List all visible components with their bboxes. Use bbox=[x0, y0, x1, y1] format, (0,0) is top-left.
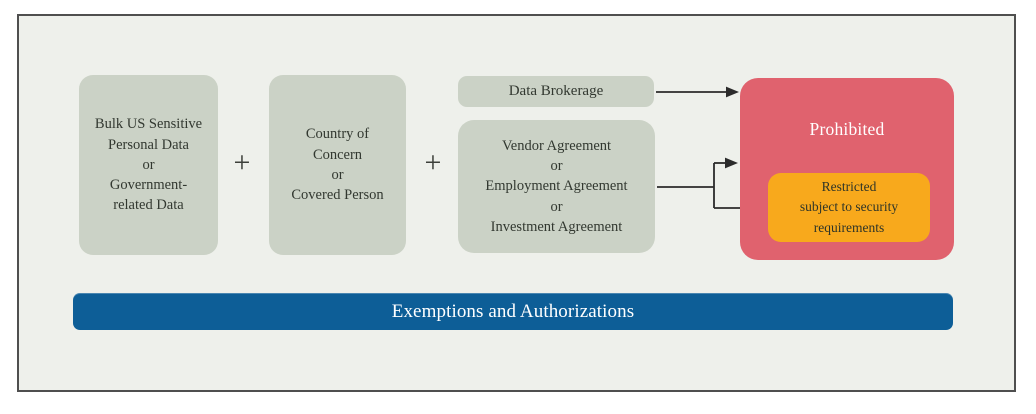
plus-icon: + bbox=[233, 146, 251, 179]
data-brokerage-box: Data Brokerage bbox=[458, 76, 654, 107]
prohibited-label: Prohibited bbox=[809, 119, 885, 139]
plus-icon: + bbox=[424, 146, 442, 179]
exemptions-bar-label: Exemptions and Authorizations bbox=[391, 300, 635, 322]
restricted-box: Restricted subject to security requireme… bbox=[768, 173, 930, 242]
bulk-sensitive-data-box: Bulk US Sensitive Personal Data or Gover… bbox=[79, 75, 218, 255]
prohibited-box: Prohibited Restricted subject to securit… bbox=[740, 78, 954, 260]
exemptions-bar: Exemptions and Authorizations bbox=[73, 293, 953, 330]
agreements-box: Vendor Agreement or Employment Agreement… bbox=[458, 120, 655, 253]
country-of-concern-box: Country of Concern or Covered Person bbox=[269, 75, 406, 255]
